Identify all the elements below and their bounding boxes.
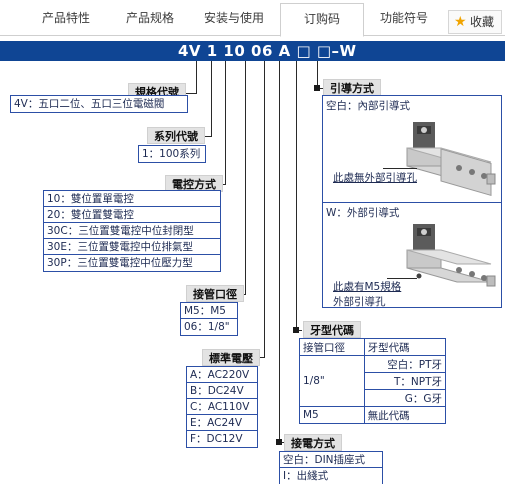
leader-series-h [200,136,211,137]
voltage-box: A：AC220V B：DC24V C：AC110V E：AC24V F：DC12… [186,366,258,448]
table-cell: 接管口徑 [299,338,365,356]
leader-control [225,61,226,185]
tab-function-symbols[interactable]: 功能符号 [379,11,428,25]
marker-dot [314,85,320,91]
star-icon: ★ [454,14,467,30]
pilot-external-label: W：外部引導式 [326,207,400,219]
leader-port [245,61,246,295]
control-method-box: 10：雙位置單電控 20：雙位置雙電控 30C：三位置雙電控中位封閉型 30E：… [43,190,221,272]
thread-code-title: 牙型代碼 [303,321,361,338]
series-option: 1：100系列 [142,148,201,160]
port-option: 06：1/8" [184,321,230,333]
voltage-title: 標準電壓 [202,349,260,366]
port-option: M5：M5 [181,303,237,319]
tab-product-features[interactable]: 产品特性 [41,11,90,25]
leader-voltage-h [256,357,264,358]
voltage-option: F：DC12V [190,433,243,445]
wiring-title: 接電方式 [284,434,342,451]
wiring-option: 空白：DIN插座式 [280,452,382,468]
table-cell: 空白：PT牙 [363,355,447,373]
tab-installation[interactable]: 安装与使用 [203,11,264,25]
series-code-title: 系列代號 [147,127,205,144]
pilot-method-box: 空白：內部引導式 此處無外部引導孔 W：外部引導式 此處有M5規格 外部引導孔 [322,95,502,308]
leader-thread [296,61,297,331]
voltage-option: E：AC24V [187,415,257,431]
control-option: 10：雙位置單電控 [44,191,220,207]
valve-external-pilot-image [406,224,496,287]
pilot-internal-label: 空白：內部引導式 [326,100,410,112]
series-code-box: 1：100系列 [138,145,206,163]
voltage-option: B：DC24V [187,383,257,399]
table-cell: 1/8" [299,355,365,407]
pilot-divider [323,202,501,203]
voltage-option: A：AC220V [187,367,257,383]
marker-dot [276,439,282,445]
pilot-external-note-2: 外部引導孔 [333,296,386,308]
leader-spec [196,61,197,94]
control-option: 30C：三位置雙電控中位封閉型 [44,223,220,239]
model-code-bar [0,41,505,61]
callout-line [387,278,417,279]
port-size-title: 接管口徑 [186,285,244,302]
leader-pilot [317,61,318,89]
wiring-box: 空白：DIN插座式 I：出綫式 [279,451,383,484]
leader-thread-h [296,330,302,331]
spec-option: 4V：五口二位、五口三位電磁閥 [14,98,165,110]
favorite-button[interactable]: ★ 收藏 [448,10,502,34]
tab-bar: 产品特性 产品规格 安装与使用 订购码 功能符号 ★ 收藏 [0,0,505,37]
voltage-option: C：AC110V [187,399,257,415]
leader-wiring [279,61,280,443]
marker-dot [293,327,299,333]
control-option: 30E：三位置雙電控中位排氣型 [44,239,220,255]
port-size-box: M5：M5 06：1/8" [180,302,238,336]
pilot-external-note-1: 此處有M5規格 [333,281,402,293]
leader-voltage [264,61,265,358]
control-option: 30P：三位置雙電控中位壓力型 [47,257,193,269]
table-cell: 牙型代碼 [363,338,447,356]
table-row: 1/8" 空白：PT牙 [299,355,447,407]
valve-internal-pilot-image [406,122,496,197]
leader-pilot-h [317,88,323,89]
thread-code-table: 接管口徑 牙型代碼 1/8" 空白：PT牙 T：NPT牙 G：G牙 M5 無此代… [299,338,447,424]
spec-code-box: 4V：五口二位、五口三位電磁閥 [10,95,188,113]
table-cell: 無此代碼 [363,406,447,424]
wiring-option: I：出綫式 [283,470,329,482]
callout-line [383,168,417,169]
table-row: M5 無此代碼 [299,406,447,424]
table-cell: G：G牙 [363,389,447,407]
tab-order-code[interactable]: 订购码 [280,3,364,37]
leader-wiring-h [279,442,285,443]
leader-spec-h [178,93,196,94]
table-cell: T：NPT牙 [363,372,447,390]
pilot-internal-note: 此處無外部引導孔 [333,172,417,184]
tab-product-specs[interactable]: 产品规格 [125,11,174,25]
table-cell: M5 [299,406,365,424]
favorite-label: 收藏 [470,15,495,29]
model-code: 4V 1 10 06 A □ □–W [178,42,357,60]
control-option: 20：雙位置雙電控 [44,207,220,223]
table-row: 接管口徑 牙型代碼 [299,338,447,356]
leader-series [211,61,212,137]
pilot-method-title: 引導方式 [323,79,381,96]
